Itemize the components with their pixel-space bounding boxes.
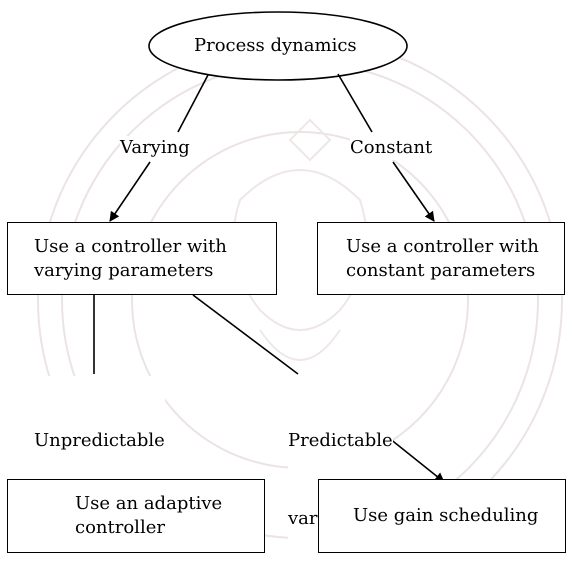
box-varying-controller-line2: varying parameters: [34, 259, 214, 281]
diagram-canvas: Process dynamics Varying Constant Unpred…: [7, 11, 566, 553]
box-varying-controller-text: Use a controller with varying parameters: [34, 235, 227, 283]
connector-layer: [89, 11, 445, 483]
box-adaptive-controller-line2: controller: [75, 517, 165, 538]
box-varying-controller: Use a controller with varying parameters: [7, 222, 277, 295]
box-gain-scheduling-text: Use gain scheduling: [353, 504, 538, 528]
box-constant-controller: Use a controller with constant parameter…: [317, 222, 565, 295]
box-adaptive-controller-text: Use an adaptive controller: [75, 492, 222, 540]
box-varying-controller-line1: Use a controller with: [34, 235, 227, 257]
edge-root-constant: [337, 73, 373, 133]
box-gain-scheduling: Use gain scheduling: [318, 479, 566, 553]
edge-constant-arrow: [392, 161, 435, 222]
edge-root-varying: [177, 74, 209, 133]
root-node-label: Process dynamics: [194, 35, 357, 56]
edge-varying-arrow: [109, 161, 151, 222]
edge-varying-predictable: [192, 294, 299, 375]
edge-label-unpredictable-line1: Unpredictable: [34, 430, 165, 451]
edge-label-varying: Varying: [120, 136, 190, 160]
root-node-ellipse: [148, 11, 408, 81]
edge-label-constant: Constant: [350, 136, 433, 160]
box-adaptive-controller-line1: Use an adaptive: [75, 493, 223, 514]
box-gain-scheduling-line1: Use gain scheduling: [353, 505, 539, 526]
box-constant-controller-line1: Use a controller with: [346, 235, 539, 257]
box-adaptive-controller: Use an adaptive controller: [7, 479, 265, 553]
edge-label-predictable-line1: Predictable: [288, 430, 393, 451]
box-constant-controller-text: Use a controller with constant parameter…: [346, 235, 539, 283]
box-constant-controller-line2: constant parameters: [346, 259, 536, 281]
